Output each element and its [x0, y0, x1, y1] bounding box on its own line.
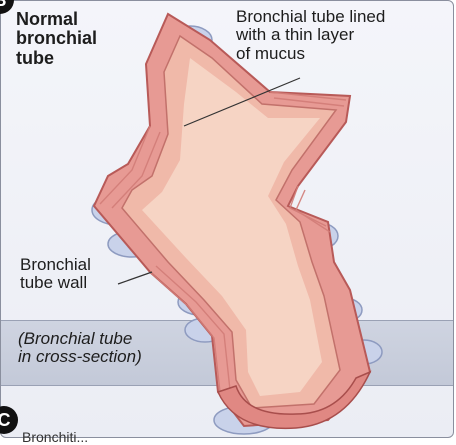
panel-title: Normal bronchial tube: [16, 10, 97, 68]
next-panel-partial-label: Bronchiti...: [22, 430, 88, 445]
wall-leader-line: [118, 272, 152, 284]
tube-wall-label: Bronchial tube wall: [20, 256, 91, 293]
mucus-callout-label: Bronchial tube lined with a thin layer o…: [236, 8, 385, 63]
cross-section-caption: (Bronchial tube in cross-section): [18, 330, 142, 367]
